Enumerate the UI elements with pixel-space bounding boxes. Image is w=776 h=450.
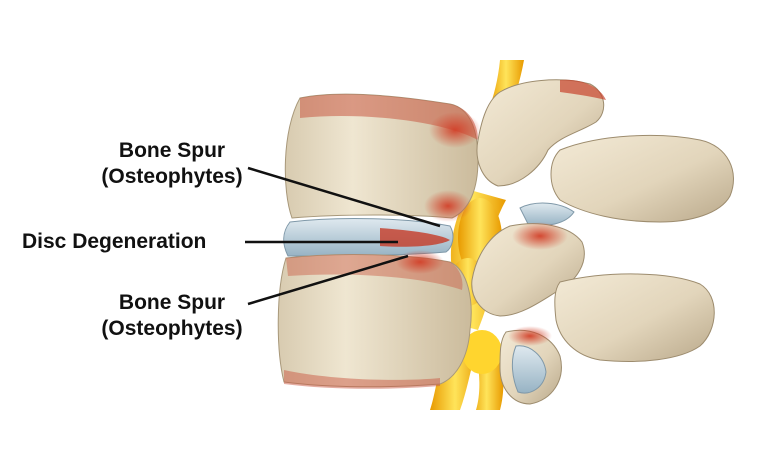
label-bone-spur-bottom-line2: (Osteophytes) [101,317,243,340]
intervertebral-disc [283,218,454,257]
lower-vertebral-body [277,250,472,389]
leader-lines [245,166,441,306]
lower-posterior-elements [471,222,715,405]
label-bone-spur-bottom-line1: Bone Spur [118,291,226,314]
label-bone-spur-top: Bone Spur (Osteophytes) [92,138,252,190]
label-disc-degeneration: Disc Degeneration [22,229,244,255]
label-bone-spur-top-line2: (Osteophytes) [101,165,243,188]
leader-line-top-bone-spur [247,166,441,228]
label-bone-spur-top-line1: Bone Spur [118,139,226,162]
leader-line-bottom-bone-spur [247,254,409,306]
upper-posterior-elements [476,79,734,226]
label-bone-spur-bottom: Bone Spur (Osteophytes) [92,290,252,342]
label-disc-degeneration-text: Disc Degeneration [22,230,207,253]
upper-vertebral-body [284,93,481,222]
